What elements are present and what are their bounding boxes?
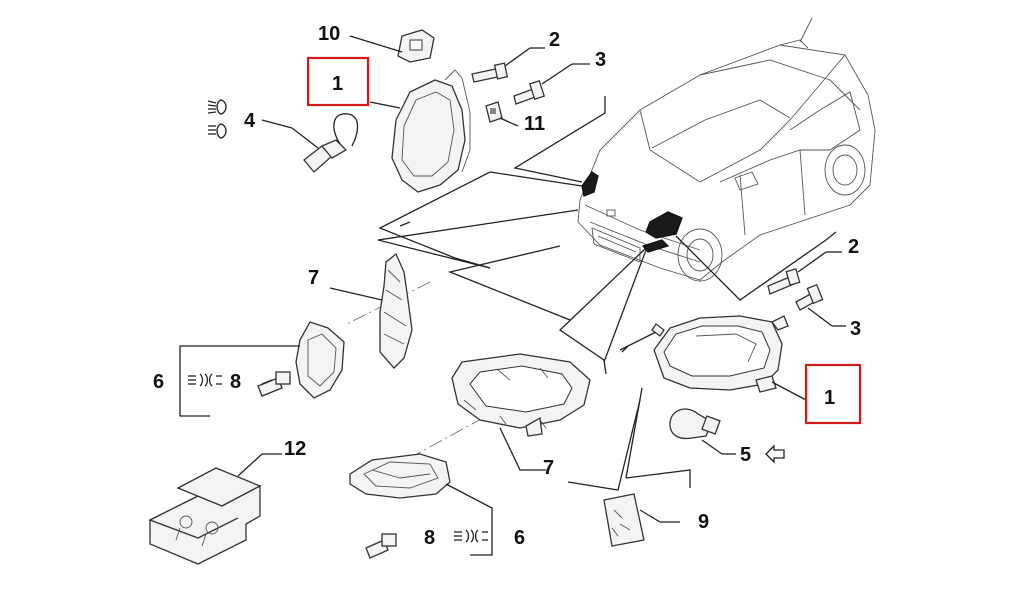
callout-3-upper: 3 — [595, 49, 606, 71]
part-2-bolt-right — [767, 251, 842, 295]
callout-1-upper: 1 — [332, 73, 343, 95]
callout-12: 12 — [284, 438, 306, 460]
car-fog-lamp — [641, 239, 670, 253]
callout-5: 5 — [740, 444, 751, 466]
car-illustration — [577, 17, 876, 282]
connector-lines — [344, 96, 837, 491]
callout-2-upper: 2 — [549, 29, 560, 51]
callout-8-left: 8 — [230, 371, 241, 393]
part-12-bulb-kit — [148, 453, 282, 565]
callout-6-left: 6 — [153, 371, 164, 393]
fog-lamp-icon — [188, 373, 222, 387]
callout-7-lower: 7 — [543, 457, 554, 479]
part-7-reflector-upper — [329, 252, 413, 369]
callout-11: 11 — [524, 113, 545, 135]
callout-7-upper: 7 — [308, 267, 319, 289]
callout-3-right: 3 — [850, 318, 861, 340]
part-6-drl-lamp-lower — [349, 453, 493, 556]
part-2-bolt-upper — [471, 47, 545, 83]
part-8-bulb-lower — [365, 533, 397, 559]
daytime-running-light-icon — [454, 529, 488, 543]
callout-10: 10 — [318, 23, 340, 45]
callout-2-right: 2 — [848, 236, 859, 258]
car-headlamp-left — [581, 171, 599, 197]
part-4-bulb-wire — [261, 113, 359, 173]
part-6-fog-lamp-left — [179, 321, 345, 417]
callout-8-lower: 8 — [424, 527, 435, 549]
part-10-switch — [349, 29, 435, 63]
callout-9: 9 — [698, 511, 709, 533]
part-7-bezel-lower — [451, 353, 591, 471]
highlight-box-part-1-upper — [306, 56, 370, 107]
part-9-clip-bag — [603, 493, 680, 547]
arrow-left-outline-icon — [765, 444, 785, 464]
part-11-clip — [485, 101, 519, 127]
part-8-bulb-left — [257, 371, 291, 397]
part-1-headlamp-right — [651, 315, 807, 401]
part-1-headlamp-upper — [369, 69, 471, 193]
callout-4: 4 — [244, 110, 256, 132]
car-headlamp-right — [645, 211, 683, 239]
callout-1-right: 1 — [824, 387, 835, 409]
part-3-screw-right — [795, 283, 846, 327]
part-5-bulb — [669, 408, 736, 455]
headlamp-beam-icon — [207, 99, 227, 139]
callout-6-lower: 6 — [514, 527, 525, 549]
highlight-box-part-1-right — [804, 363, 862, 425]
part-3-screw-upper — [513, 63, 590, 105]
